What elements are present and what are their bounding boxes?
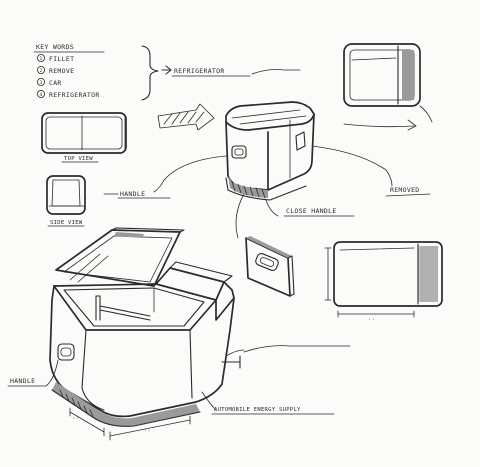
svg-text:REFRIGERATOR: REFRIGERATOR (49, 91, 100, 99)
key-word-item: 3 CAR (37, 78, 61, 87)
svg-text:REMOVE: REMOVE (49, 67, 74, 75)
svg-text:FILLET: FILLET (49, 55, 74, 63)
brace-mark (141, 45, 159, 101)
key-word-item: 2 REMOVE (37, 66, 74, 75)
front-panel-sketch: ·· (324, 241, 443, 323)
top-view-caption: TOP VIEW (64, 156, 93, 162)
key-words-heading: KEY WORDS (36, 43, 74, 51)
dimension-mark: ·· (144, 428, 151, 434)
dimension-mark: ·· (72, 416, 79, 422)
dimension-mark: ·· (368, 317, 375, 323)
close-handle-callout: CLOSE HANDLE (283, 207, 355, 217)
key-word-item: 4 REFRIGERATOR (37, 90, 99, 99)
handle-callout-mid: HANDLE (103, 190, 171, 199)
key-words-block: KEY WORDS 1 FILLET 2 REMOVE 3 CAR 4 REFR… (33, 43, 251, 101)
small-box-sketch (225, 101, 315, 201)
close-handle-label: CLOSE HANDLE (286, 207, 337, 215)
main-cooler-sketch: ·· ·· (49, 227, 245, 441)
handle-detail-sketch (245, 236, 295, 297)
removed-label: REMOVED (390, 186, 420, 194)
svg-text:1: 1 (40, 56, 43, 62)
handle-label-bottom: HANDLE (10, 377, 35, 385)
svg-text:CAR: CAR (49, 79, 62, 87)
side-view-caption: SIDE VIEW (50, 220, 83, 226)
key-word-item: 1 FILLET (37, 54, 74, 63)
removed-callout: REMOVED (385, 186, 431, 197)
svg-text:4: 4 (40, 92, 43, 98)
svg-text:3: 3 (40, 80, 43, 86)
handle-label-mid: HANDLE (120, 190, 145, 198)
energy-supply-label: AUTOMOBILE ENERGY SUPPLY (214, 407, 301, 413)
side-view-sketch: SIDE VIEW (46, 175, 86, 227)
svg-text:2: 2 (40, 68, 43, 74)
brace-arrow (161, 65, 172, 75)
energy-supply-callout: AUTOMOBILE ENERGY SUPPLY (201, 345, 351, 415)
handle-callout-bottom: HANDLE (7, 359, 59, 387)
hatched-arrow (157, 103, 215, 131)
brace-target-label: REFRIGERATOR (174, 67, 225, 75)
connector-lines (153, 69, 393, 239)
right-panel-sketch (343, 43, 433, 131)
top-view-sketch: TOP VIEW (41, 112, 127, 163)
